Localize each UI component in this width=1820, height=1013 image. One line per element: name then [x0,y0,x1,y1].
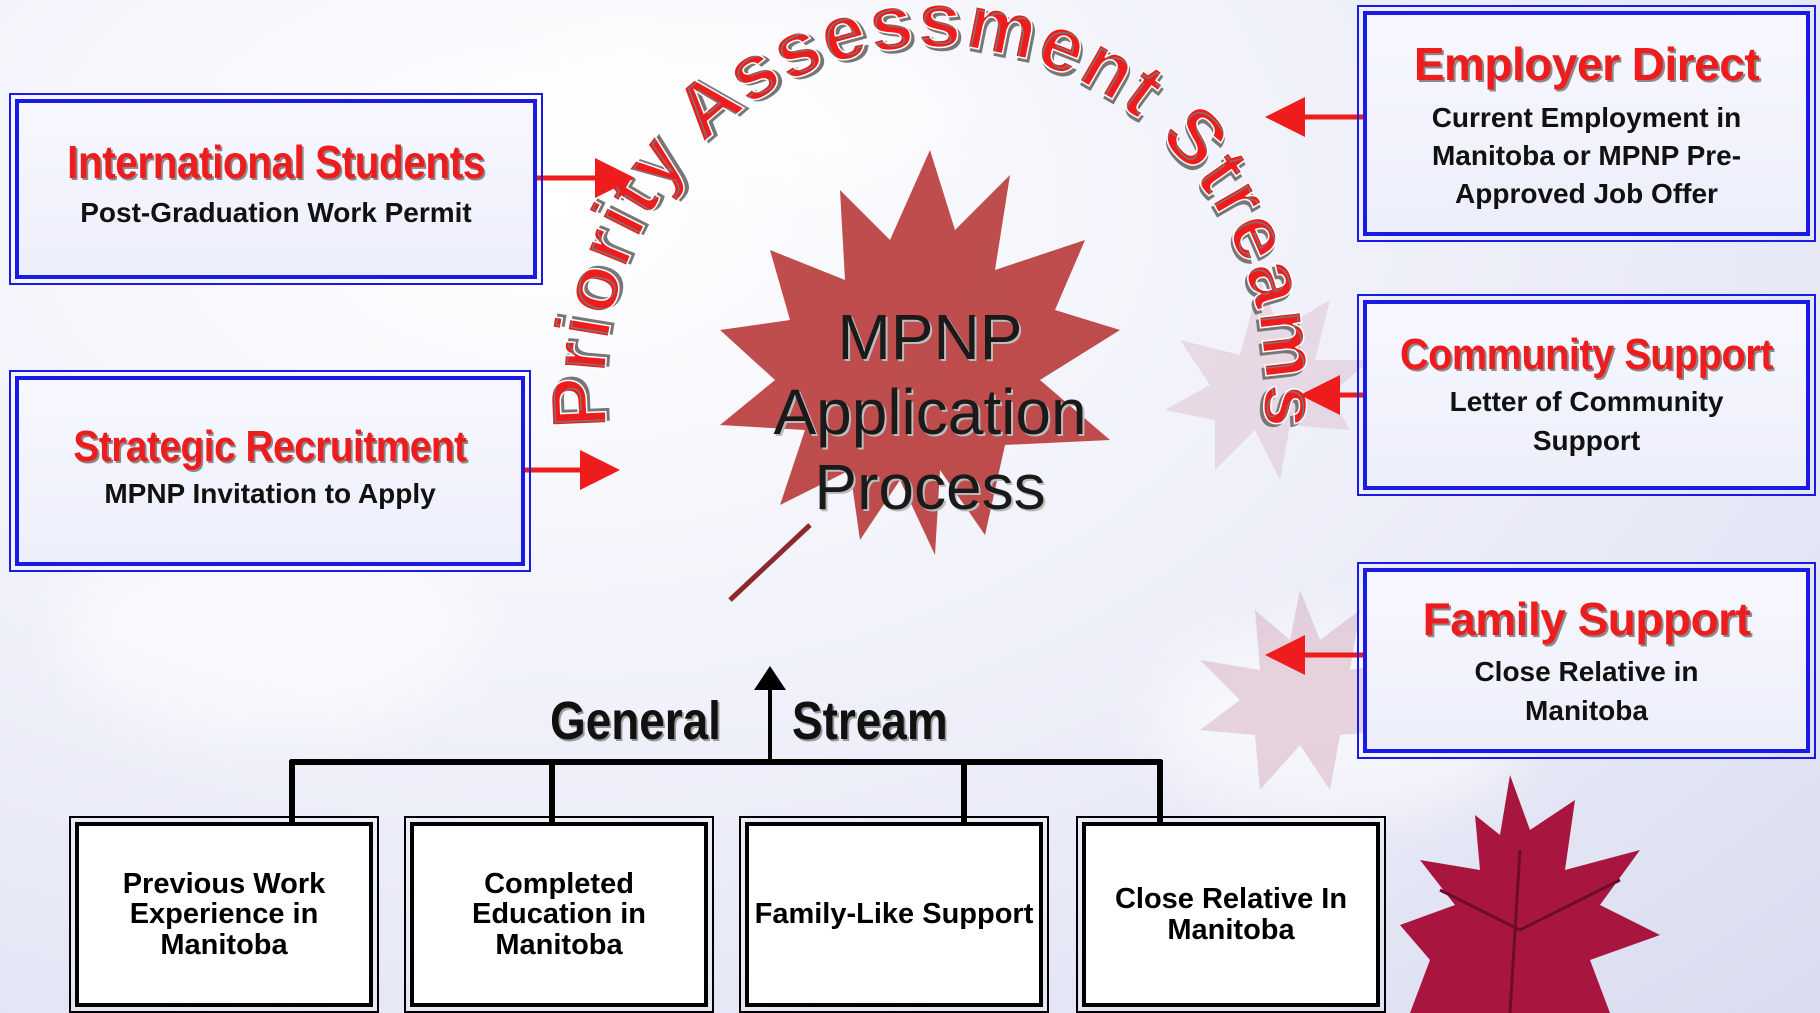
maple-leaf [720,150,1120,555]
leaf-stem [728,523,812,602]
box-subtitle: Letter of Community Support [1449,386,1724,457]
box-subtitle: Post-Graduation Work Permit [80,197,472,228]
employer-direct-box: Employer Direct Current Employment in Ma… [1357,5,1816,242]
corner-maple-leaf [1400,775,1660,1013]
faded-leaf [1165,280,1370,480]
box-title: Employer Direct [1413,38,1760,90]
box-subtitle: Current Employment in Manitoba or MPNP P… [1431,102,1742,209]
box-subtitle: Close Relative in Manitoba [1474,656,1699,727]
center-line-1: MPNP [837,301,1023,373]
family-support-box: Family Support Close Relative in Manitob… [1357,562,1816,759]
corner-leaf-veins [1439,849,1621,1013]
international-students-box: International Students Post-Graduation W… [9,93,543,285]
center-line-2: Application [773,376,1087,448]
box-title: Family Support [1422,593,1751,645]
faded-leaf [1200,590,1410,790]
general-label: General [550,691,721,751]
center-line-3: Process [814,451,1046,523]
community-support-box: Community Support Letter of Community Su… [1357,294,1816,496]
background-cloud [480,20,980,200]
box-title: Community Support [1400,330,1773,379]
stream-label: Stream [792,691,948,751]
general-item-close-relative: Close Relative In Manitoba [1076,816,1386,1013]
general-item-education: Completed Education in Manitoba [404,816,714,1013]
box-title: Strategic Recruitment [73,422,467,471]
general-item-family-like-support: Family-Like Support [739,816,1049,1013]
general-item-work-experience: Previous Work Experience in Manitoba [69,816,379,1013]
box-subtitle: MPNP Invitation to Apply [104,478,436,509]
box-title: International Students [67,136,485,188]
strategic-recruitment-box: Strategic Recruitment MPNP Invitation to… [9,370,531,572]
